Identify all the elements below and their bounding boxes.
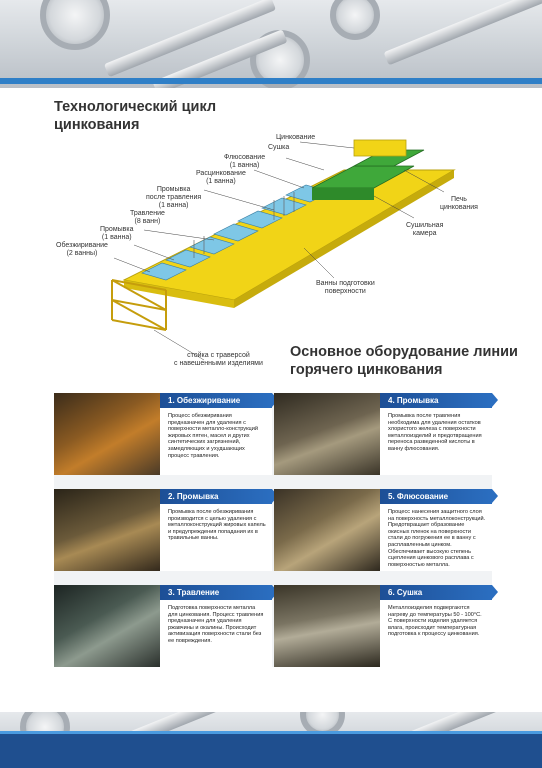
photo-drying xyxy=(274,585,380,667)
card-title: 2. Промывка xyxy=(160,489,278,504)
label-zincing: Цинкование xyxy=(276,134,316,141)
label-rinse: Промывка (1 ванна) xyxy=(100,226,134,241)
label-rack: стойка с траверсой с навешенными изделия… xyxy=(174,352,263,367)
label-prep-baths: Ванны подготовки поверхности xyxy=(316,280,375,295)
card-text: Процесс обезжиривания предназначен для у… xyxy=(168,413,259,459)
label-rinse-after-etch: Промывка после травления (1 ванна) xyxy=(146,186,202,209)
card-title: 5. Флюсование xyxy=(380,489,498,504)
photo-fluxing xyxy=(274,489,380,571)
card-text: Металлоизделия подвергаются нагреву до т… xyxy=(388,605,482,638)
card-title: 6. Сушка xyxy=(380,585,498,600)
card-text: Подготовка поверхности металла для цинко… xyxy=(168,605,264,644)
label-etching: Травление (8 ванн) xyxy=(130,210,165,225)
label-dryer: Сушильная камера xyxy=(406,222,444,237)
card-fluxing: 5. Флюсование Процесс нанесения защитног… xyxy=(380,489,498,571)
card-title: 1. Обезжиривание xyxy=(160,393,278,408)
card-title: 3. Травление xyxy=(160,585,278,600)
card-rinse-after-etch: 4. Промывка Промывка после травления нео… xyxy=(380,393,498,475)
label-dezincing: Расцинкование (1 ванна) xyxy=(196,170,246,185)
label-fluxing: Флюсование (1 ванна) xyxy=(224,154,266,169)
page-title: Технологический цикл цинкования xyxy=(54,99,217,133)
header-banner xyxy=(0,0,542,88)
section-title: Основное оборудование линии горячего цин… xyxy=(290,344,518,378)
card-title: 4. Промывка xyxy=(380,393,498,408)
label-furnace: Печь цинкования xyxy=(440,196,478,211)
header-stripe xyxy=(0,78,542,84)
photo-rinse-after-etch xyxy=(274,393,380,475)
card-text: Процесс нанесения защитного слоя на пове… xyxy=(388,509,486,568)
card-text: Промывка после травления необходима для … xyxy=(388,413,482,452)
label-drying: Сушка xyxy=(268,144,290,151)
footer-stripe-thin xyxy=(0,731,542,734)
photo-etching xyxy=(54,585,160,667)
card-text: Промывка после обезжиривания производитс… xyxy=(168,509,266,542)
card-drying: 6. Сушка Металлоизделия подвергаются наг… xyxy=(380,585,498,667)
photo-rinse xyxy=(54,489,160,571)
card-rinse: 2. Промывка Промывка после обезжиривания… xyxy=(160,489,278,571)
card-degreasing: 1. Обезжиривание Процесс обезжиривания п… xyxy=(160,393,278,475)
process-diagram: Цинкование Сушка Флюсование (1 ванна) Ра… xyxy=(54,130,494,370)
diagram-graphic xyxy=(111,139,456,361)
photo-degreasing xyxy=(54,393,160,475)
footer-stripe xyxy=(0,734,542,768)
label-degreasing: Обезжиривание (2 ванны) xyxy=(56,242,108,257)
card-etching: 3. Травление Подготовка поверхности мета… xyxy=(160,585,278,667)
